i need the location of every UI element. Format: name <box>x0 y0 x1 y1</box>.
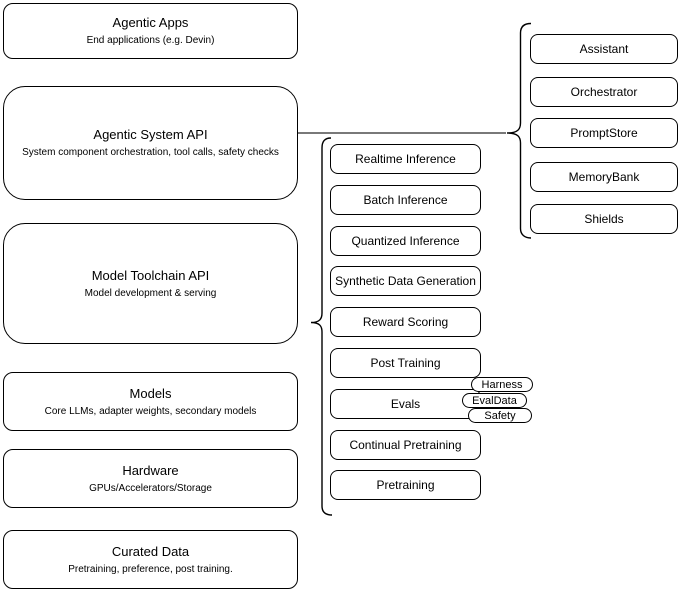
toolchain-brace <box>310 137 333 516</box>
component-memorybank: MemoryBank <box>530 162 678 192</box>
tag-label: EvalData <box>472 394 517 407</box>
layer-title: Model Toolchain API <box>91 267 210 283</box>
component-continual-pretraining: Continual Pretraining <box>330 430 481 460</box>
component-realtime-inference: Realtime Inference <box>330 144 481 174</box>
component-orchestrator: Orchestrator <box>530 77 678 107</box>
component-label: Batch Inference <box>363 193 448 207</box>
layer-subtitle: GPUs/Accelerators/Storage <box>89 482 212 494</box>
component-post-training: Post Training <box>330 348 481 378</box>
layer-subtitle: Core LLMs, adapter weights, secondary mo… <box>44 405 257 417</box>
tag-label: Harness <box>481 378 523 391</box>
eval-tag-safety: Safety <box>468 408 532 423</box>
component-label: Shields <box>584 212 624 226</box>
layer-agentic-system-api: Agentic System API System component orch… <box>3 86 298 200</box>
layer-hardware: Hardware GPUs/Accelerators/Storage <box>3 449 298 508</box>
tag-label: Safety <box>484 409 516 422</box>
layer-title: Agentic System API <box>93 127 208 142</box>
component-assistant: Assistant <box>530 34 678 64</box>
layer-title: Hardware <box>122 462 179 478</box>
component-label: Assistant <box>579 42 629 56</box>
component-label: MemoryBank <box>568 170 640 184</box>
layer-curated-data: Curated Data Pretraining, preference, po… <box>3 530 298 589</box>
layer-subtitle: Model development & serving <box>84 287 217 299</box>
eval-tag-evaldata: EvalData <box>462 393 527 408</box>
layer-title: Curated Data <box>111 543 190 559</box>
layer-title: Agentic Apps <box>112 15 189 30</box>
component-label: Post Training <box>370 356 441 370</box>
layer-subtitle: Pretraining, preference, post training. <box>68 563 233 575</box>
layer-model-toolchain-api: Model Toolchain API Model development & … <box>3 223 298 344</box>
component-label: Evals <box>390 397 421 411</box>
component-promptstore: PromptStore <box>530 118 678 148</box>
layer-subtitle: End applications (e.g. Devin) <box>86 35 215 46</box>
layer-subtitle: System component orchestration, tool cal… <box>22 147 279 158</box>
layer-models: Models Core LLMs, adapter weights, secon… <box>3 372 298 431</box>
component-label: Realtime Inference <box>355 152 456 166</box>
component-label: Pretraining <box>376 478 435 492</box>
component-evals: Evals <box>330 389 481 419</box>
layer-agentic-apps: Agentic Apps End applications (e.g. Devi… <box>3 3 298 59</box>
component-label: Synthetic Data Generation <box>335 274 476 288</box>
component-label: PromptStore <box>570 126 638 140</box>
eval-tag-harness: Harness <box>471 377 533 392</box>
component-synthetic-data-generation: Synthetic Data Generation <box>330 266 481 296</box>
layer-title: Models <box>129 385 172 401</box>
component-batch-inference: Batch Inference <box>330 185 481 215</box>
component-pretraining: Pretraining <box>330 470 481 500</box>
component-reward-scoring: Reward Scoring <box>330 307 481 337</box>
component-label: Quantized Inference <box>351 234 460 248</box>
system-brace <box>506 22 532 239</box>
component-label: Reward Scoring <box>362 315 449 329</box>
component-label: Continual Pretraining <box>349 438 462 452</box>
component-shields: Shields <box>530 204 678 234</box>
component-label: Orchestrator <box>570 85 638 99</box>
component-quantized-inference: Quantized Inference <box>330 226 481 256</box>
